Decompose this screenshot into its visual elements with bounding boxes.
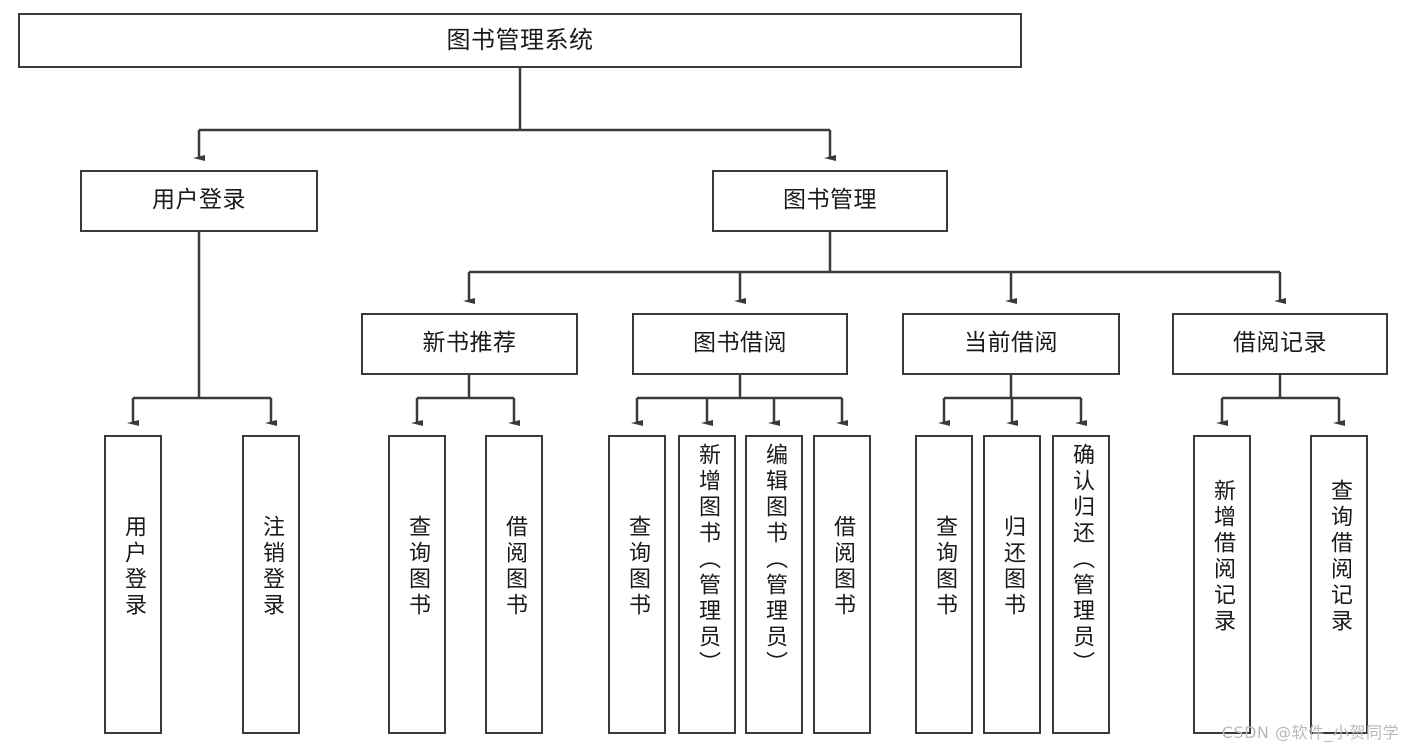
- leaf-recommend-borrow-book[interactable]: 借阅图书: [485, 435, 543, 734]
- node-label: 借阅记录: [1233, 330, 1327, 357]
- leaf-borrow-edit-book-admin[interactable]: 编辑图书（管理员）: [745, 435, 803, 734]
- node-label: 注销登录: [259, 515, 284, 619]
- node-label: 用户登录: [152, 187, 246, 214]
- node-book-borrow[interactable]: 图书借阅: [632, 313, 848, 375]
- node-label: 借阅图书: [502, 515, 527, 619]
- leaf-record-add-record[interactable]: 新增借阅记录: [1193, 435, 1251, 734]
- leaf-current-confirm-return-admin[interactable]: 确认归还（管理员）: [1052, 435, 1110, 734]
- node-label: 图书借阅: [693, 330, 787, 357]
- leaf-user-login-login[interactable]: 用户登录: [104, 435, 162, 734]
- node-label: 查询图书: [932, 515, 957, 619]
- leaf-user-login-logout[interactable]: 注销登录: [242, 435, 300, 734]
- node-label: 查询图书: [405, 515, 430, 619]
- node-label: 图书管理系统: [446, 26, 594, 55]
- node-root-book-management-system[interactable]: 图书管理系统: [18, 13, 1022, 68]
- node-label: 归还图书: [1000, 515, 1025, 619]
- node-label: 用户登录: [121, 515, 146, 619]
- node-new-book-recommend[interactable]: 新书推荐: [361, 313, 578, 375]
- node-current-borrow[interactable]: 当前借阅: [902, 313, 1120, 375]
- node-borrow-record[interactable]: 借阅记录: [1172, 313, 1388, 375]
- node-label: 图书管理: [783, 187, 877, 214]
- leaf-recommend-query-book[interactable]: 查询图书: [388, 435, 446, 734]
- node-label: 新增借阅记录: [1210, 479, 1235, 635]
- leaf-current-return-book[interactable]: 归还图书: [983, 435, 1041, 734]
- node-label: 编辑图书（管理员）: [762, 443, 787, 677]
- leaf-borrow-borrow-book[interactable]: 借阅图书: [813, 435, 871, 734]
- leaf-borrow-query-book[interactable]: 查询图书: [608, 435, 666, 734]
- watermark: CSDN @软件_小贺同学: [1221, 723, 1399, 742]
- node-user-login[interactable]: 用户登录: [80, 170, 318, 232]
- node-book-management[interactable]: 图书管理: [712, 170, 948, 232]
- node-label: 查询借阅记录: [1327, 479, 1352, 635]
- leaf-current-query-book[interactable]: 查询图书: [915, 435, 973, 734]
- leaf-record-query-record[interactable]: 查询借阅记录: [1310, 435, 1368, 734]
- leaf-borrow-add-book-admin[interactable]: 新增图书（管理员）: [678, 435, 736, 734]
- node-label: 确认归还（管理员）: [1069, 443, 1094, 677]
- node-label: 新增图书（管理员）: [695, 443, 720, 677]
- node-label: 新书推荐: [422, 330, 517, 357]
- node-label: 当前借阅: [964, 330, 1058, 357]
- node-label: 借阅图书: [830, 515, 855, 619]
- node-label: 查询图书: [625, 515, 650, 619]
